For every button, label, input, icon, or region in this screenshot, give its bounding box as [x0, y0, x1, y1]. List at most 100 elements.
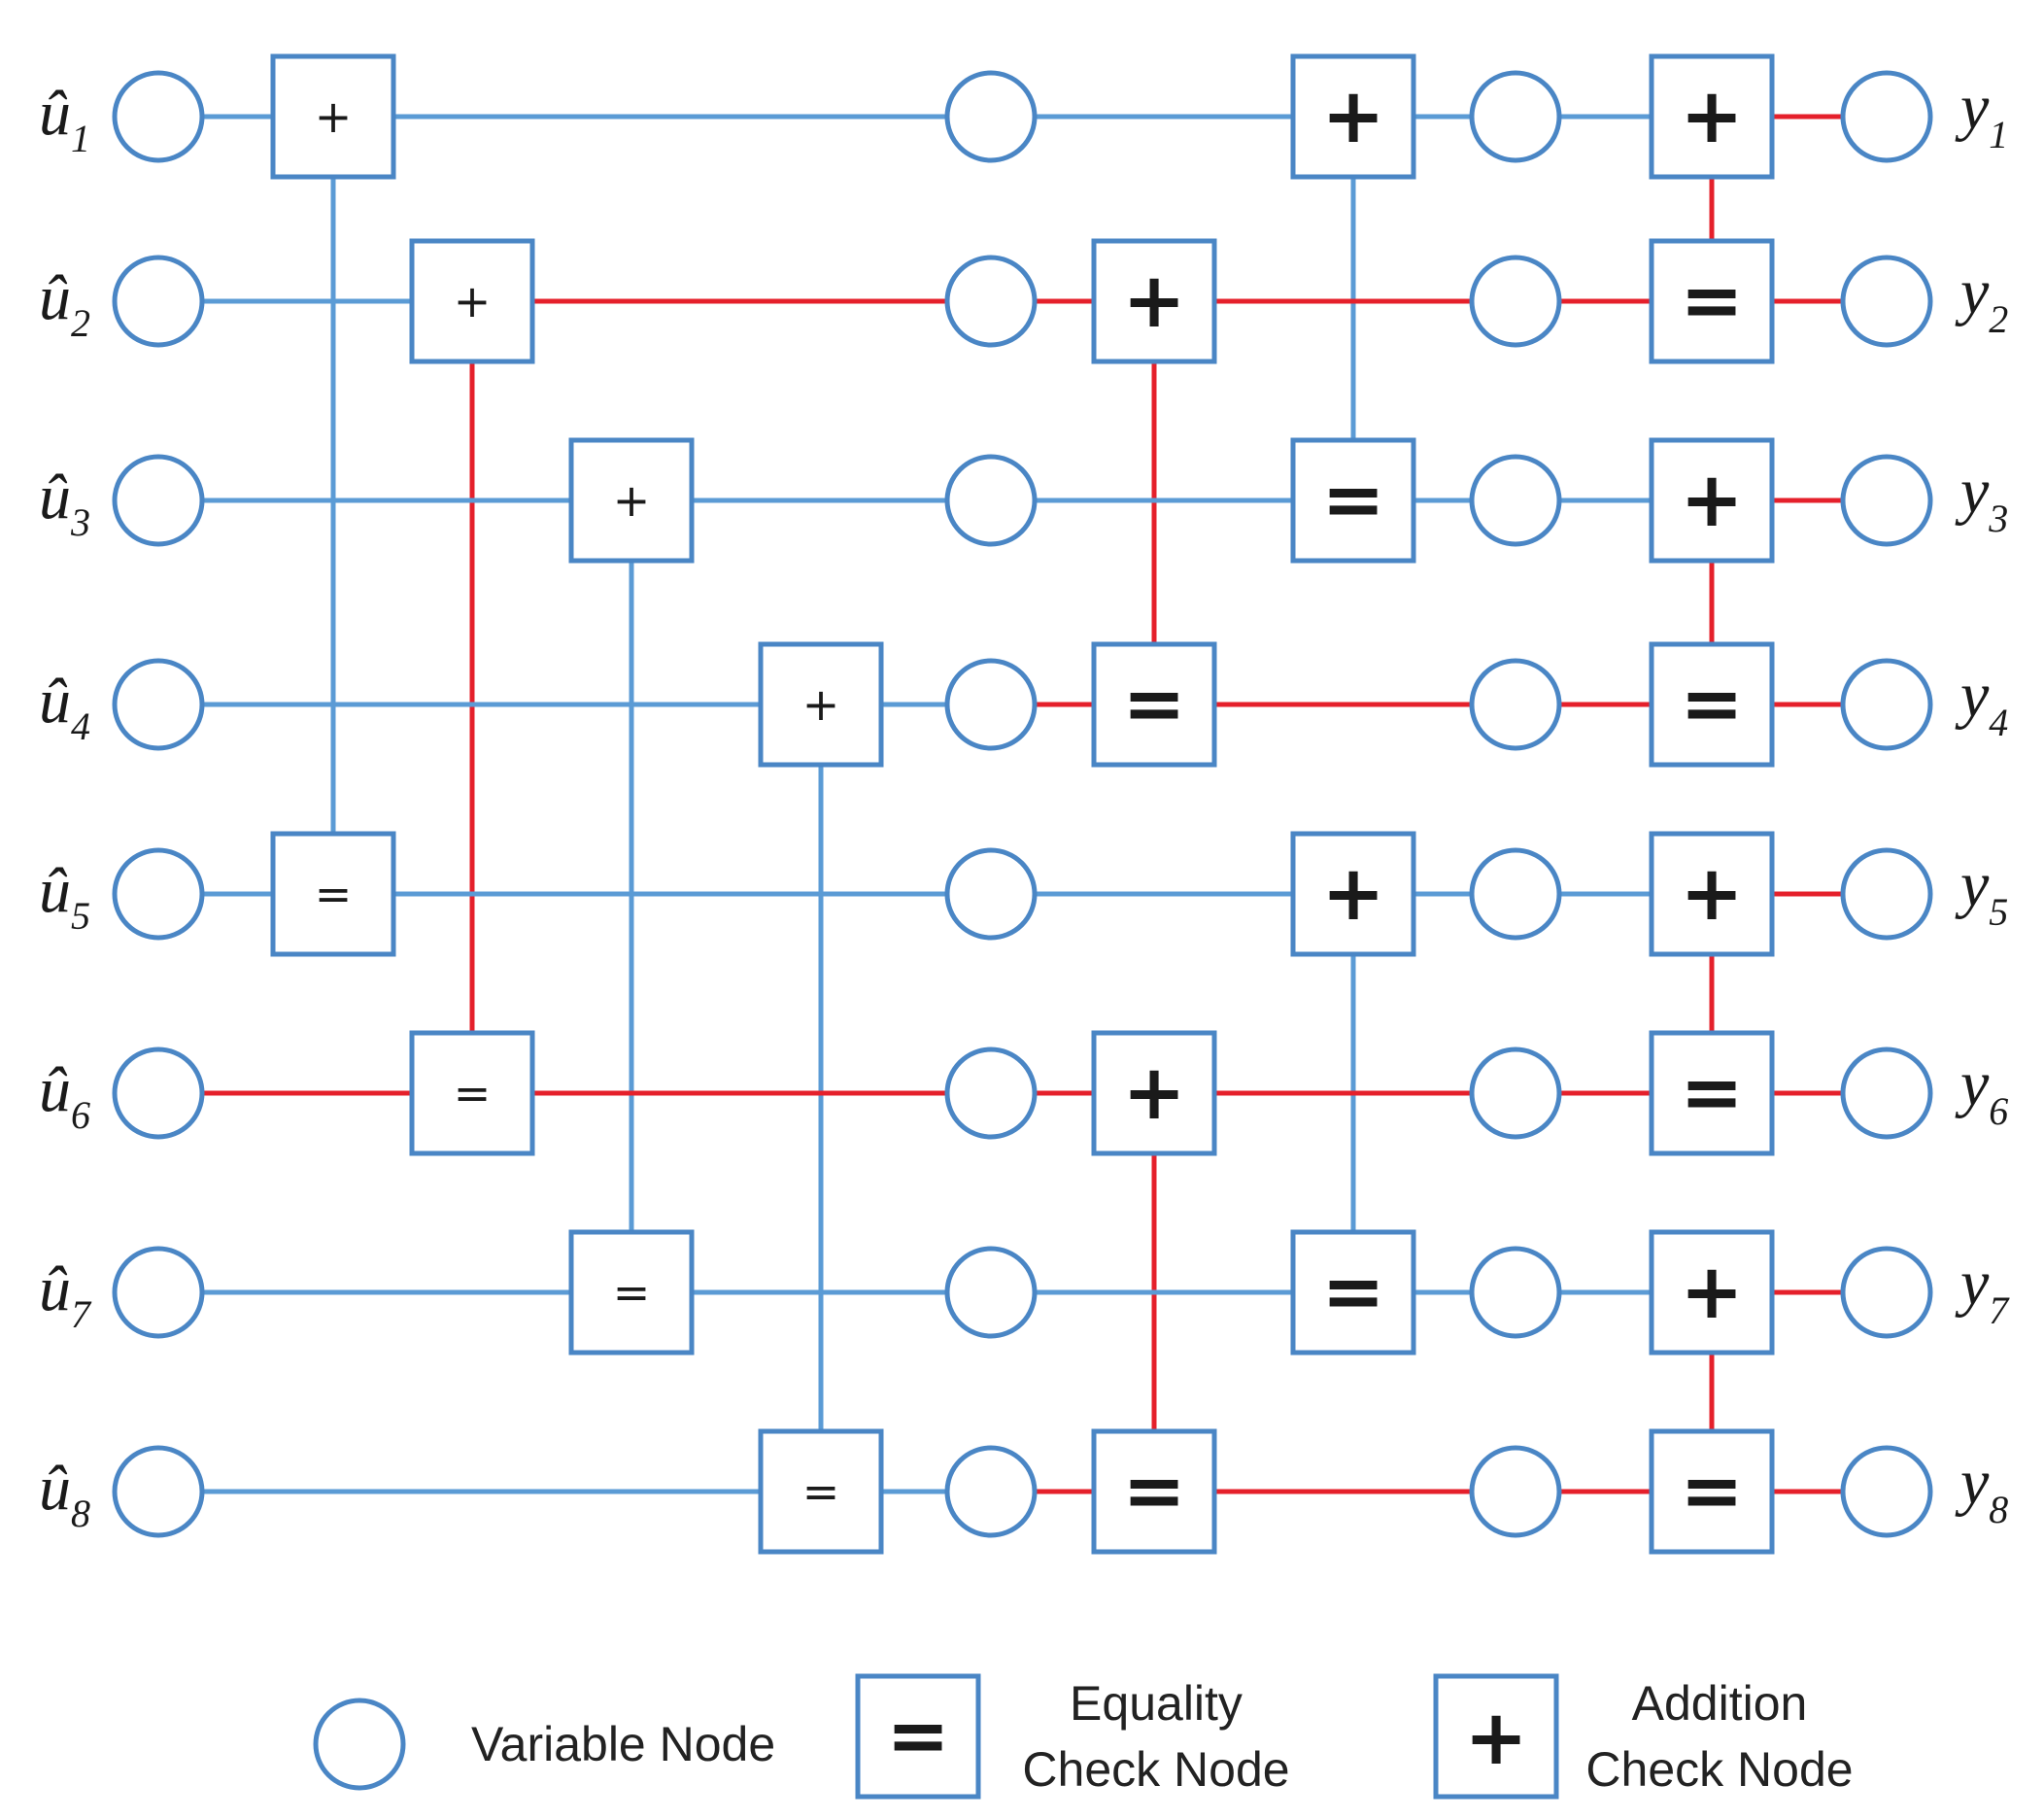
stage3-equality-check-node: =: [1649, 641, 1775, 768]
legend-variable-node-label: Variable Node: [471, 1717, 775, 1771]
legend-addition-symbol: +: [1464, 1695, 1527, 1782]
stage2-variable-node: [1469, 70, 1562, 163]
input-label-u-hat-1: û1: [39, 78, 90, 160]
plus-symbol: +: [1680, 1249, 1743, 1336]
legend: Variable Node = Equality Check Node + Ad…: [313, 1673, 1854, 1800]
stage2-equality-check-node-box: [1290, 437, 1416, 564]
output-label-y-3: y3: [1955, 456, 2008, 540]
legend-equality-label-line1: Equality: [1070, 1676, 1243, 1731]
equals-symbol: =: [1321, 1249, 1384, 1336]
stage1-variable-node: [944, 847, 1038, 941]
input-variable-node: [112, 1246, 205, 1339]
stage2-equality-check-node-box: [1091, 641, 1217, 768]
stage1-equality-check-node: =: [568, 1229, 695, 1356]
equals-symbol: =: [1122, 661, 1185, 748]
stage1-addition-check-node-box: [409, 238, 535, 364]
plus-symbol: +: [1680, 457, 1743, 544]
plus-symbol: +: [1122, 1049, 1185, 1137]
stage3-addition-check-node-box: [1649, 437, 1775, 564]
stage2-addition-check-node: +: [1091, 238, 1217, 364]
output-label-y-4: y4: [1955, 660, 2008, 744]
legend-addition-node-icon: [1433, 1673, 1559, 1800]
stage2-equality-check-node: =: [1290, 437, 1416, 564]
legend-addition-label-line2: Check Node: [1585, 1742, 1853, 1797]
equals-symbol: =: [1122, 1448, 1185, 1535]
stage1-addition-check-node-box: [758, 641, 884, 768]
input-variable-node: [112, 255, 205, 348]
input-label-u-hat-7: û7: [39, 1253, 92, 1336]
edges-layer: [202, 114, 1843, 1494]
stage3-addition-check-node: +: [1649, 53, 1775, 180]
stage3-addition-check-node-box: [1649, 53, 1775, 180]
plus-symbol: +: [1680, 850, 1743, 938]
stage3-equality-check-node: =: [1649, 1030, 1775, 1156]
plus-symbol: +: [613, 474, 651, 527]
stage2-addition-check-node-box: [1290, 831, 1416, 957]
stage3-addition-check-node-box: [1649, 1229, 1775, 1356]
stage1-equality-check-node: =: [409, 1030, 535, 1156]
input-label-u-hat-8: û8: [39, 1453, 90, 1535]
stage1-addition-check-node: +: [270, 53, 396, 180]
stage2-addition-check-node: +: [1290, 831, 1416, 957]
stage2-variable-node: [1469, 658, 1562, 751]
stage1-variable-node: [944, 1047, 1038, 1140]
input-label-u-hat-3: û3: [39, 462, 90, 544]
stage2-addition-check-node: +: [1091, 1030, 1217, 1156]
stage3-addition-check-node-box: [1649, 831, 1775, 957]
stage1-variable-node: [944, 1246, 1038, 1339]
output-variable-node: [1840, 1445, 1933, 1538]
equals-symbol: =: [315, 868, 353, 920]
legend-addition-label-line1: Addition: [1632, 1676, 1808, 1731]
input-label-u-hat-2: û2: [39, 262, 90, 345]
input-variable-node: [112, 70, 205, 163]
input-label-u-hat-6: û6: [39, 1054, 90, 1137]
stage1-equality-check-node-box: [568, 1229, 695, 1356]
stage2-equality-check-node-box: [1091, 1428, 1217, 1555]
output-label-y-7: y7: [1955, 1248, 2010, 1332]
output-variable-node: [1840, 1246, 1933, 1339]
stage1-addition-check-node: +: [409, 238, 535, 364]
stage3-equality-check-node-box: [1649, 1428, 1775, 1555]
stage1-variable-node: [944, 255, 1038, 348]
stage1-variable-node: [944, 70, 1038, 163]
stage1-equality-check-node-box: [409, 1030, 535, 1156]
stage3-equality-check-node: =: [1649, 238, 1775, 364]
stage2-equality-check-node: =: [1091, 641, 1217, 768]
stage1-variable-node: [944, 658, 1038, 751]
stage2-equality-check-node: =: [1290, 1229, 1416, 1356]
plus-symbol: +: [315, 90, 353, 143]
plus-symbol: +: [802, 678, 840, 731]
stage1-equality-check-node: =: [758, 1428, 884, 1555]
stage3-equality-check-node: =: [1649, 1428, 1775, 1555]
stage3-addition-check-node: +: [1649, 831, 1775, 957]
equals-symbol: =: [613, 1266, 651, 1319]
stage3-addition-check-node: +: [1649, 437, 1775, 564]
equals-symbol: =: [1321, 457, 1384, 544]
output-variable-node: [1840, 454, 1933, 547]
stage1-addition-check-node-box: [270, 53, 396, 180]
output-variable-node: [1840, 847, 1933, 941]
input-variable-node: [112, 1047, 205, 1140]
input-label-u-hat-5: û5: [39, 855, 90, 938]
output-variable-node: [1840, 1047, 1933, 1140]
stage1-equality-check-node-box: [758, 1428, 884, 1555]
output-label-y-8: y8: [1955, 1447, 2008, 1531]
stage1-variable-node: [944, 1445, 1038, 1538]
equals-symbol: =: [1680, 1448, 1743, 1535]
legend-equality-label-line2: Check Node: [1022, 1742, 1289, 1797]
stage3-equality-check-node-box: [1649, 238, 1775, 364]
stage1-addition-check-node: +: [568, 437, 695, 564]
output-label-y-1: y1: [1955, 72, 2008, 156]
stage2-variable-node: [1469, 1246, 1562, 1339]
stage1-variable-node: [944, 454, 1038, 547]
output-variable-node: [1840, 255, 1933, 348]
stage2-variable-node: [1469, 847, 1562, 941]
stage2-addition-check-node-box: [1091, 1030, 1217, 1156]
stage2-equality-check-node: =: [1091, 1428, 1217, 1555]
stage1-equality-check-node-box: [270, 831, 396, 957]
equals-symbol: =: [802, 1465, 840, 1518]
stage2-equality-check-node-box: [1290, 1229, 1416, 1356]
output-label-y-2: y2: [1955, 257, 2008, 341]
output-variable-node: [1840, 658, 1933, 751]
